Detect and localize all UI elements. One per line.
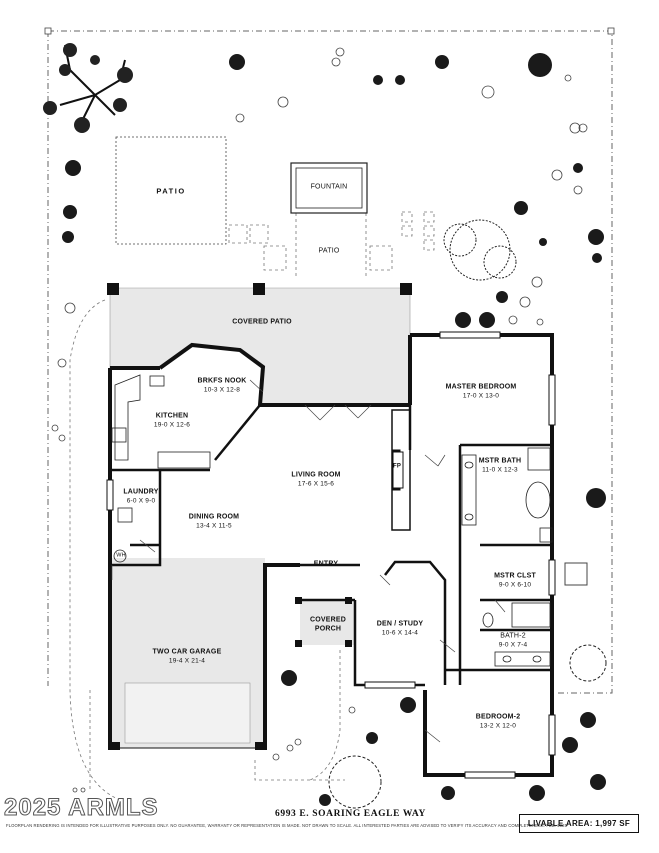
covered-porch-fill xyxy=(300,600,355,645)
fountain-inner xyxy=(295,167,363,209)
water-heater-label: WH xyxy=(116,552,126,559)
lot-corner-marker xyxy=(607,27,615,35)
fountain-outer xyxy=(290,162,368,214)
property-address: 6993 E. SOARING EAGLE WAY xyxy=(275,809,426,819)
windows xyxy=(106,331,588,779)
entry-post xyxy=(345,640,352,647)
patio-center-label: PATIO xyxy=(318,247,340,255)
patio-left-label: PATIO xyxy=(156,186,186,196)
entry-post xyxy=(345,597,352,604)
landscape-plants xyxy=(62,53,606,806)
garage-door-post xyxy=(255,742,267,750)
entry-label: ENTRY xyxy=(313,560,339,568)
livable-area-box: LIVABLE AREA: 1,997 SF xyxy=(519,814,639,833)
lot-corner-marker xyxy=(44,27,52,35)
mesquite-tree xyxy=(59,44,126,126)
lot-boundary xyxy=(47,30,613,694)
interior-walls xyxy=(110,404,552,687)
tree-canopy xyxy=(328,219,607,809)
boulders xyxy=(51,47,588,793)
armls-watermark: 2025 ARMLS xyxy=(4,794,159,822)
fountain-label: FOUNTAIN xyxy=(310,183,348,191)
disclaimer-text: FLOORPLAN RENDERING IS INTENDED FOR ILLU… xyxy=(6,823,568,828)
patio-post xyxy=(107,283,119,295)
covered-patio-label: COVERED PATIO xyxy=(232,318,292,326)
kitchen-counters xyxy=(111,374,211,563)
site-walkways xyxy=(69,211,435,801)
bath-fixtures xyxy=(461,447,553,667)
garage-door-slab xyxy=(124,682,251,744)
mesquite-tree-foliage xyxy=(43,43,133,133)
entry-post xyxy=(295,597,302,604)
door-swings xyxy=(139,379,506,743)
patio-left-pad xyxy=(115,136,227,245)
fireplace-label: FP xyxy=(392,463,402,470)
patio-post xyxy=(400,283,412,295)
covered-porch-label: COVERED PORCH xyxy=(309,616,347,632)
fireplace-block xyxy=(391,409,411,531)
patio-post xyxy=(253,283,265,295)
entry-post xyxy=(295,640,302,647)
garage-door-post xyxy=(108,742,120,750)
